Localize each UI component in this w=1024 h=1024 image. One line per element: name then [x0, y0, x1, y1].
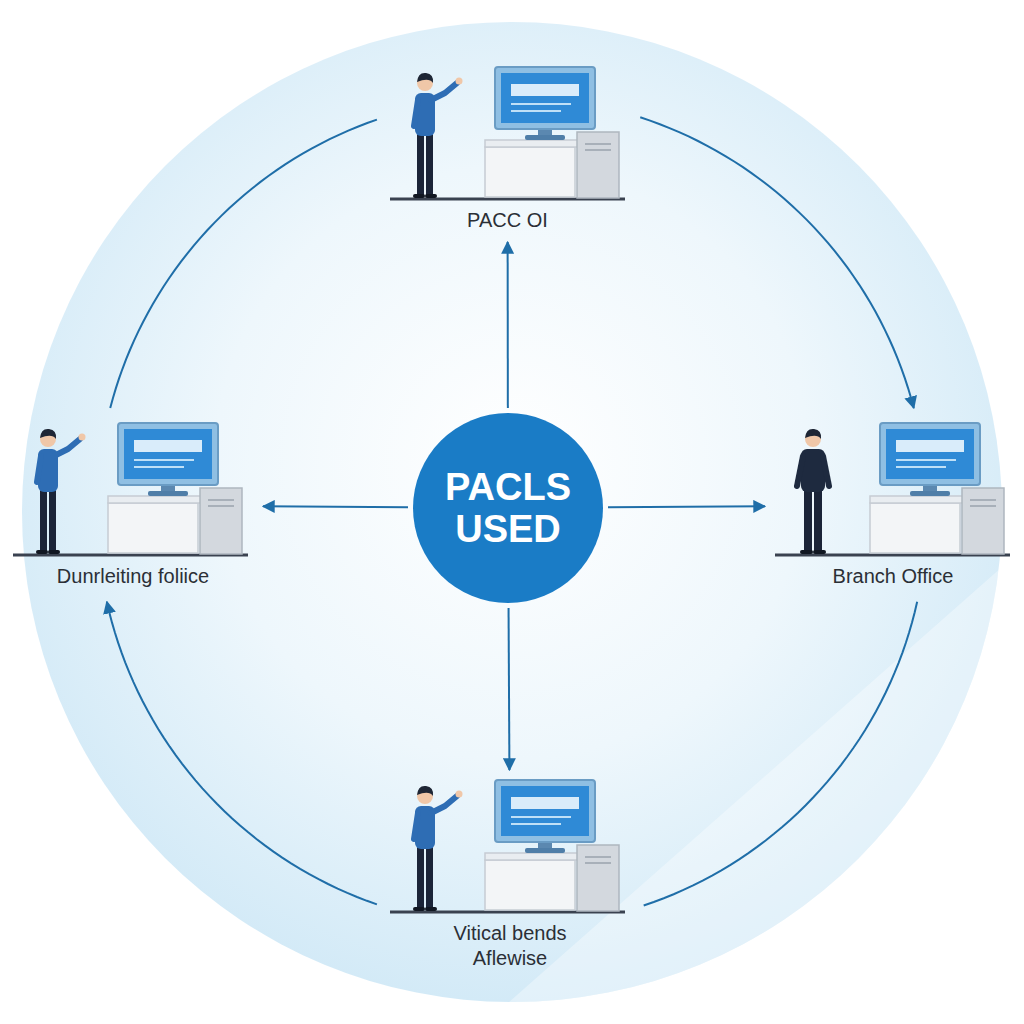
station-label: Vitical bends Aflewise	[430, 921, 590, 971]
spoke-arrow	[507, 242, 509, 408]
workstation-left	[13, 423, 248, 555]
workstation-right	[775, 423, 1010, 555]
hub-circle: PACLS USED	[413, 413, 603, 603]
spoke-arrow	[508, 608, 511, 770]
workstation-node: Branch Office	[770, 418, 1016, 593]
hub-circle-fill	[413, 413, 603, 603]
ring-arrow	[107, 602, 377, 905]
ring-arrow	[110, 120, 377, 408]
ring-arrow	[640, 117, 914, 408]
station-label: Dunrleiting foliice	[57, 564, 209, 589]
workstation-bottom	[390, 780, 625, 912]
spoke-arrow	[263, 505, 408, 508]
illustration-space	[770, 418, 1016, 558]
illustration-space	[385, 775, 635, 915]
hub-label: PACLS USED	[433, 466, 583, 550]
workstation-node: Dunrleiting foliice	[8, 418, 258, 593]
illustration-space	[385, 62, 630, 202]
workstation-node: Vitical bends Aflewise	[385, 775, 635, 975]
workstation-top	[390, 67, 625, 199]
ring-arrow	[644, 602, 917, 906]
workstation-node: PACC OI	[385, 62, 630, 237]
station-label: PACC OI	[467, 208, 548, 233]
hub-text-holder: PACLS USED	[413, 413, 603, 603]
spoke-arrow	[608, 506, 765, 507]
station-label: Branch Office	[833, 564, 954, 589]
illustration-space	[8, 418, 258, 558]
